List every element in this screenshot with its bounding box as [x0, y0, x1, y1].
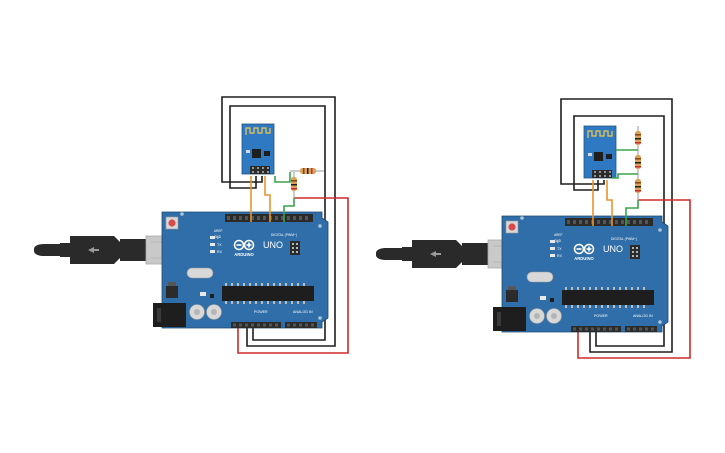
wire-orange: [606, 180, 613, 226]
l-label: L: [557, 240, 559, 244]
digital-label: DIGITAL (PWM~): [271, 233, 297, 237]
wifi-antenna-icon: [587, 130, 613, 138]
power-header: [571, 326, 621, 332]
gnd-label: GND: [214, 235, 222, 239]
esp01-module: [241, 123, 275, 175]
capacitors: [189, 304, 222, 320]
wire-red: [237, 197, 349, 354]
analog-label: ANALOG IN: [633, 314, 653, 318]
aref-label: AREF: [554, 233, 563, 237]
arduino-board: AREF GND DIGITAL (PWM~) TX RX L ARDUINO …: [493, 215, 669, 333]
esp01-module: [583, 125, 617, 179]
wire-green: [625, 200, 639, 226]
resistor-vertical: [291, 172, 297, 198]
voltage-regulator: [506, 290, 518, 302]
arduino-logo-icon: [233, 239, 255, 251]
arduino-board: AREF GND DIGITAL (PWM~) TX RX L ARDUINO: [153, 211, 329, 329]
model-label: UNO: [603, 244, 623, 254]
circuit-right: AREF GND DIGITAL (PWM~) TX RX L ARDUINO …: [376, 98, 691, 359]
brand-label: ARDUINO: [574, 256, 594, 261]
resistor-horizontal: [290, 168, 324, 174]
analog-label: ANALOG IN: [293, 310, 313, 314]
brand-label: ARDUINO: [234, 252, 254, 257]
wire-green-2: [274, 172, 291, 183]
wire-green-2: [612, 173, 638, 179]
wire-black-inner: [573, 115, 665, 347]
resistor-2: [635, 150, 641, 174]
wire-black-outer: [560, 98, 673, 353]
aref-label: AREF: [214, 229, 223, 233]
wifi-antenna-icon: [245, 127, 271, 135]
rx-label: RX: [217, 250, 223, 254]
wire-red: [577, 199, 691, 359]
capacitors: [529, 308, 562, 324]
tx-label: TX: [217, 243, 222, 247]
voltage-regulator: [166, 286, 178, 298]
power-label: POWER: [254, 310, 268, 314]
resistor-1: [635, 126, 641, 150]
resistor-3: [635, 174, 641, 200]
model-label: UNO: [263, 240, 283, 250]
arduino-logo-icon: [573, 243, 595, 255]
icsp-header: [290, 241, 300, 255]
atmega-chip: [222, 283, 314, 304]
crystal: [526, 271, 554, 283]
power-label: POWER: [594, 314, 608, 318]
rx-label: RX: [557, 254, 563, 258]
wire-green: [283, 198, 295, 222]
wire-orange: [264, 176, 271, 222]
gnd-label: GND: [554, 239, 562, 243]
atmega-chip: [562, 287, 654, 308]
crystal: [186, 267, 214, 279]
circuit-left: AREF GND DIGITAL (PWM~) TX RX L ARDUINO: [34, 96, 349, 354]
tx-label: TX: [557, 247, 562, 251]
icsp-header: [630, 245, 640, 259]
power-header: [231, 322, 281, 328]
l-label: L: [217, 236, 219, 240]
digital-label: DIGITAL (PWM~): [611, 237, 637, 241]
